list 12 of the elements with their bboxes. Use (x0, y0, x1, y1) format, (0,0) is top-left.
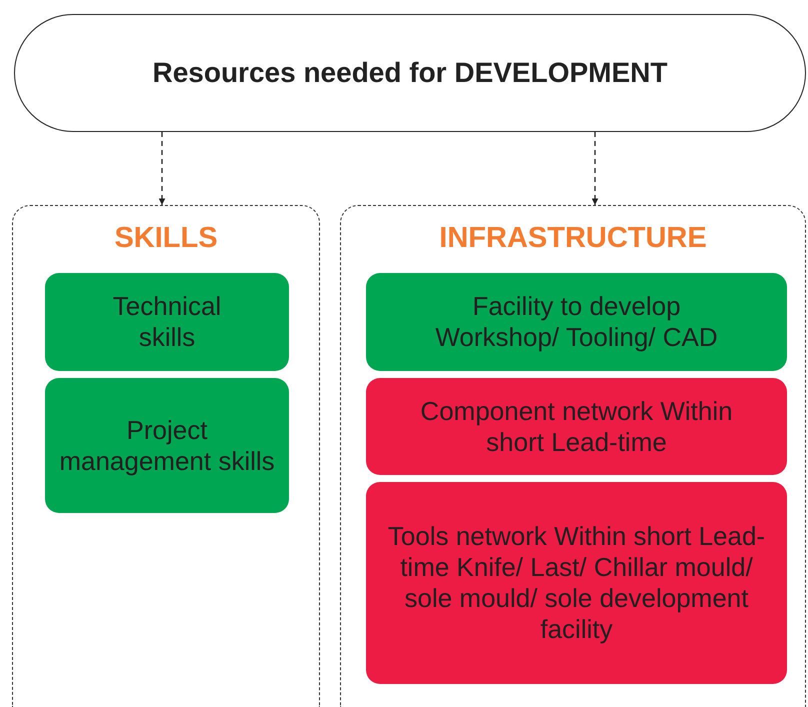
group-heading: SKILLS (113, 222, 219, 255)
resource-box: Technical skills (45, 273, 289, 371)
resource-box: Tools network Within short Lead-time Knife/ Last/ Chillar mould/ sole mould/ sole development facility (366, 482, 787, 684)
resource-box: Component network Within short Lead-time (366, 378, 787, 475)
dashed-group-box (340, 205, 806, 707)
dashed-arrow (592, 132, 598, 205)
group-heading: INFRASTRUCTURE (438, 222, 708, 255)
dashed-group-box (12, 205, 320, 707)
resource-box: Facility to develop Workshop/ Tooling/ CAD (366, 273, 787, 371)
resource-box: Project management skills (45, 378, 289, 513)
dashed-arrow (158, 132, 166, 205)
title-pill: Resources needed for DEVELOPMENT (14, 14, 806, 132)
